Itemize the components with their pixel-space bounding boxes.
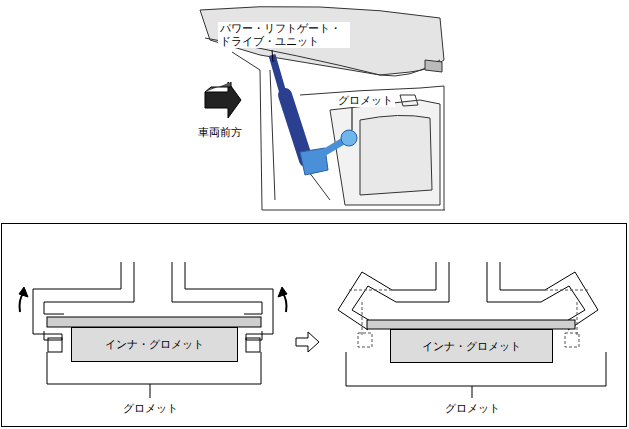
vehicle-rear bbox=[200, 6, 445, 210]
part-name: グロメット bbox=[443, 402, 502, 415]
part-name: グロメット bbox=[336, 94, 395, 107]
direction-arrow bbox=[205, 82, 241, 118]
node-label: インナ・グロメット bbox=[105, 338, 204, 351]
leader-line bbox=[272, 50, 273, 62]
grommet-before bbox=[19, 262, 287, 398]
inner-grommet-box: インナ・グロメット bbox=[71, 327, 238, 362]
grommet-after bbox=[338, 262, 606, 398]
part-name: グロメット bbox=[121, 402, 180, 415]
node-label: インナ・グロメット bbox=[422, 340, 521, 353]
drive-unit bbox=[272, 55, 357, 175]
direction-label: 車両前方 bbox=[196, 126, 244, 139]
frame bbox=[2, 224, 627, 427]
step-arrow bbox=[296, 332, 319, 352]
part-name: パワー・リフトゲート・ドライブ・ユニット bbox=[218, 22, 350, 48]
inner-grommet-box: インナ・グロメット bbox=[390, 329, 553, 363]
leader-line bbox=[352, 108, 353, 130]
